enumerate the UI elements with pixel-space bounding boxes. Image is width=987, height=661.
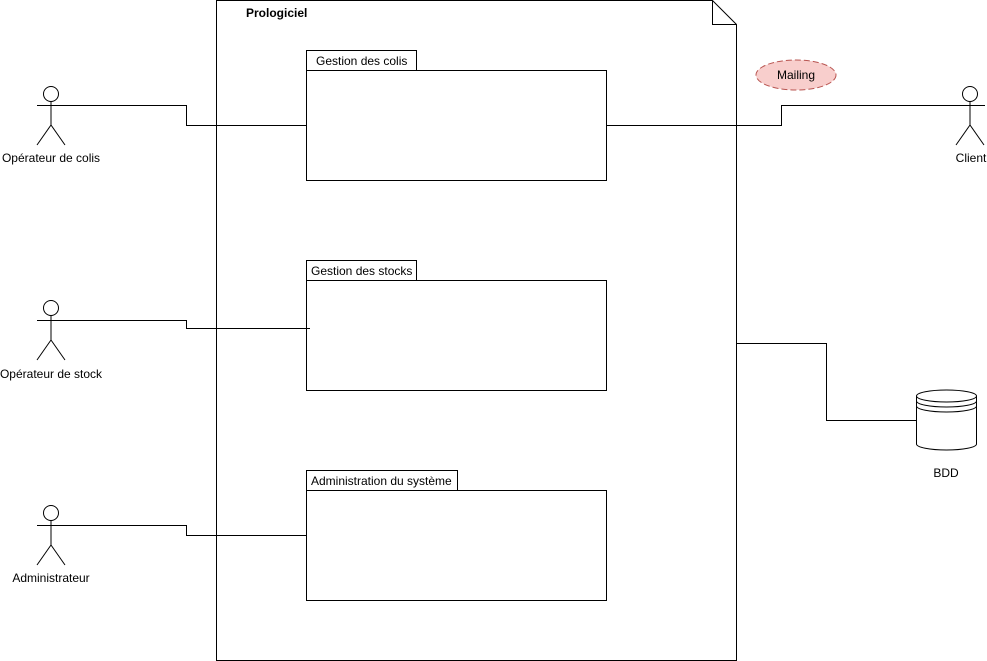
mailing-label: Mailing — [777, 68, 815, 82]
stick-figure-icon — [36, 505, 66, 566]
connector-client — [607, 105, 955, 126]
system-title: Prologiciel — [246, 6, 307, 20]
database-node[interactable]: BDD — [916, 389, 977, 480]
actor-operateur-colis[interactable]: Opérateur de colis — [2, 86, 100, 166]
actor-operateur-stock-label: Opérateur de stock — [0, 367, 103, 381]
package-gestion-stocks[interactable]: Gestion des stocks — [306, 260, 607, 391]
mailing-node[interactable]: Mailing — [755, 59, 837, 91]
actor-operateur-colis-label: Opérateur de colis — [2, 151, 100, 165]
actor-administrateur-label: Administrateur — [12, 571, 89, 585]
connector-database — [737, 343, 916, 421]
connector-operateur-colis — [59, 105, 306, 126]
actor-administrateur[interactable]: Administrateur — [12, 505, 90, 586]
stick-figure-icon — [955, 86, 985, 146]
package-gestion-colis[interactable]: Gestion des colis — [306, 50, 607, 181]
actor-client-label: Client — [956, 151, 987, 165]
actor-client[interactable]: Client — [955, 86, 987, 166]
stick-figure-icon — [36, 300, 66, 361]
package-administration-systeme-label: Administration du système — [311, 474, 452, 488]
database-icon — [916, 389, 977, 451]
package-gestion-colis-label: Gestion des colis — [316, 54, 407, 68]
database-label: BDD — [933, 466, 959, 480]
connector-operateur-stock — [59, 320, 310, 329]
connector-administrateur — [59, 525, 306, 536]
actor-operateur-stock[interactable]: Opérateur de stock — [0, 300, 103, 382]
package-administration-systeme[interactable]: Administration du système — [306, 470, 607, 601]
package-gestion-stocks-label: Gestion des stocks — [311, 264, 412, 278]
stick-figure-icon — [36, 86, 66, 146]
mailing-ellipse — [755, 59, 837, 91]
